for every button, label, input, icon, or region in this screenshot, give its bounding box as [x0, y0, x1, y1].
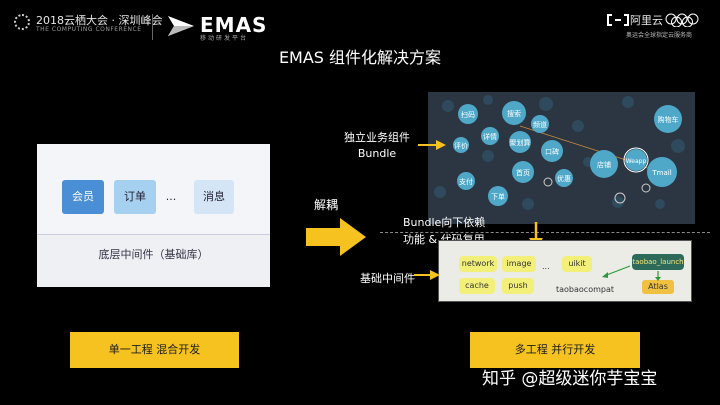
emas-subtitle: 移动研发平台	[200, 33, 248, 42]
bundle-label: 评价	[454, 142, 468, 150]
bundle-label: Weapp	[626, 158, 647, 165]
component-image: image	[502, 256, 536, 272]
module-order: 订单	[114, 180, 156, 214]
cloud-conference-logo-icon	[14, 14, 30, 30]
bundle-label: 搜索	[507, 109, 521, 118]
bundle-label: 口碑	[545, 147, 559, 156]
monolith-caption: 单一工程 混合开发	[70, 332, 239, 368]
bundle-label: 详情	[483, 132, 497, 141]
conference-subtitle: THE COMPUTING CONFERENCE	[36, 26, 142, 33]
component-cache: cache	[459, 278, 495, 294]
bundle-label: 店铺	[597, 160, 611, 169]
aliyun-subtitle: 奥运会全球指定云服务商	[626, 30, 692, 39]
component-push: push	[502, 278, 534, 294]
multi-project-caption: 多工程 并行开发	[470, 332, 640, 368]
bundle-pointer-arrow-icon	[418, 138, 446, 152]
module-member: 会员	[62, 180, 104, 214]
bundle-label-line1: 独立业务组件	[344, 130, 410, 146]
bundle-label: 首页	[516, 168, 530, 177]
decouple-label: 解耦	[314, 196, 338, 213]
emas-logo-icon	[166, 12, 196, 40]
launch-to-atlas-arrows-icon	[600, 262, 684, 292]
dependency-line1: Bundle向下依赖	[403, 214, 485, 231]
bundle-label: 支付	[459, 177, 473, 186]
aliyun-logo-icon	[606, 14, 630, 26]
bundle-label: Tmail	[651, 169, 671, 177]
zhihu-watermark: 知乎 @超级迷你芋宝宝	[482, 364, 657, 389]
bundle-label: 频道	[533, 120, 547, 129]
bundle-label: 购物车	[658, 115, 679, 124]
monolith-base-layer: 底层中间件（基础库）	[37, 246, 270, 262]
page-title: EMAS 组件化解决方案	[0, 44, 720, 68]
component-network: network	[459, 256, 497, 272]
bundle-label-line2: Bundle	[344, 146, 410, 162]
header-divider	[152, 14, 153, 40]
module-ellipsis: ...	[160, 180, 182, 214]
bundle-label: 聚划算	[510, 138, 531, 147]
component-ellipsis: ...	[542, 262, 550, 271]
aliyun-name: 阿里云	[630, 12, 663, 28]
bundle-label: 优惠	[557, 174, 571, 183]
bundle-cloud-graph: 扫码 搜索 详情 频道 聚划算 评价 口碑 店铺 购物车 Tmail 首页 支付…	[428, 92, 695, 224]
base-pointer-arrow-icon	[414, 268, 440, 282]
base-middleware-label: 基础中间件	[360, 270, 415, 286]
module-message: 消息	[194, 180, 234, 214]
component-uikit: uikit	[562, 256, 592, 272]
bundle-label: 扫码	[461, 110, 475, 119]
olympic-rings-icon	[664, 13, 708, 27]
bundle-group-label: 独立业务组件 Bundle	[344, 130, 410, 162]
bundle-label: 下单	[491, 192, 505, 201]
decouple-arrow-icon	[306, 218, 366, 256]
